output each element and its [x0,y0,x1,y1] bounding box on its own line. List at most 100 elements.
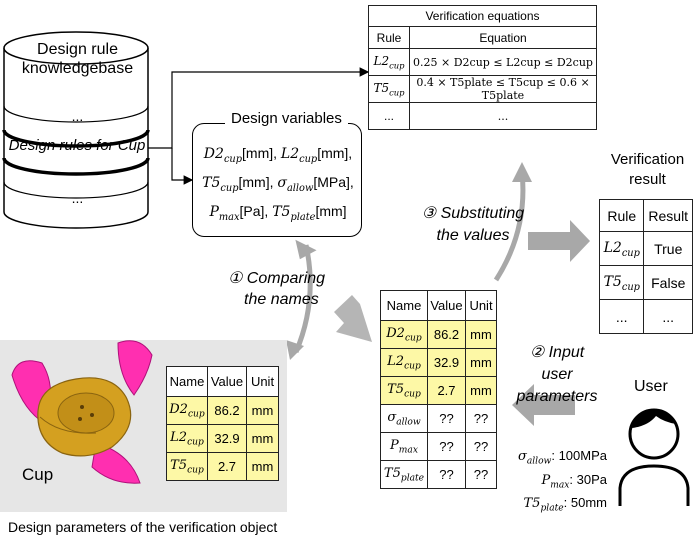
user-param-symbol: Pmax [541,472,570,491]
center-param-symbol: D2cup [386,326,422,344]
user-param: σallow: 100MPa [505,447,607,471]
object-param-symbol: L2cup [170,430,204,448]
center-param-symbol: T5plate [383,466,425,484]
design-variable-unit: [mm] [315,202,347,219]
design-variables-title: Design variables [225,110,348,127]
object-param-value: 2.7 [207,452,247,481]
result-rule-symbol: T5cup [603,273,640,293]
object-param-unit: mm [246,452,279,481]
center-table-row: T5plate???? [380,460,497,489]
center-header-name: Name [380,290,428,321]
result-value-cell: True [643,231,693,266]
knowledgebase-dots-bottom: ... [71,190,84,206]
design-variable-symbol: Pmax [209,203,240,223]
user-param-value: : 100MPa [551,448,607,463]
object-param-unit: mm [246,396,279,425]
user-label: User [634,378,668,395]
user-param-symbol: T5plate [523,496,564,514]
center-param-value: ?? [427,432,466,461]
center-param-symbol: σallow [387,410,421,428]
step3-label: ③ Substituting the values [421,205,525,244]
center-param-value: ?? [427,404,466,433]
object-panel-caption: Design parameters of the verification ob… [8,519,278,535]
user-param-symbol: σallow [517,449,552,467]
object-param-name: T5cup [166,452,208,481]
equation-cell: 0.4 × T5plate ≤ T5cup ≤ 0.6 × T5plate [409,75,597,103]
design-variable-unit: [MPa], [313,173,354,190]
center-header-value: Value [427,290,466,321]
equation-cell: ... [409,102,597,130]
step1-label: ① Comparing the names [228,270,326,308]
design-variables-box [192,123,362,237]
knowledgebase-dots-top: ... [71,108,84,124]
result-value-cell: ... [643,299,693,334]
result-rule-cell: L2cup [598,231,645,266]
user-param: Pmax: 30Pa [505,471,607,495]
design-variable-symbol: T5plate [272,203,316,223]
cup-label: Cup [22,465,54,484]
user-icon [618,408,690,506]
design-variable-unit: [mm], [317,145,353,161]
user-param-value: : 30Pa [569,471,607,487]
center-param-name: T5plate [380,460,428,489]
verification-equations-table: Verification equations Rule Equation L2c… [368,5,597,130]
center-param-name: D2cup [380,320,428,349]
design-variable-unit: [mm], [238,173,278,190]
center-table-row: σallow???? [380,404,497,433]
arrow-to-result [528,220,590,262]
center-param-unit: ?? [465,404,497,433]
design-variable-symbol: L2cup [280,146,318,165]
center-param-value: 2.7 [427,376,466,405]
design-variable-unit: [mm], [242,145,281,161]
center-param-name: T5cup [380,376,428,405]
object-param-symbol: T5cup [170,458,204,476]
center-param-unit: ?? [465,432,497,461]
equation-rule-cell: L2cup [368,48,410,76]
object-param-value: 32.9 [207,424,247,453]
center-param-value: 86.2 [427,320,466,349]
arrow-to-center-table [334,295,372,342]
result-rule-symbol: L2cup [603,239,640,259]
object-header-unit: Unit [246,366,279,397]
arrow-compare-curve [293,244,313,353]
object-param-value: 86.2 [207,396,247,425]
object-param-name: L2cup [166,424,208,453]
knowledgebase-cylinder [2,31,150,229]
design-variable-symbol: T5cup [202,174,239,194]
center-param-value: 32.9 [427,348,466,377]
equation-row: ...... [368,102,597,130]
center-param-unit: mm [465,376,497,405]
result-header-result: Result [643,199,693,232]
object-param-unit: mm [246,424,279,453]
knowledgebase-title: Design rule knowledgebase [21,41,134,77]
center-param-unit: mm [465,320,497,349]
center-param-name: σallow [380,404,428,433]
object-param-symbol: D2cup [169,402,205,420]
design-variables-list: D2cup[mm], L2cup[mm],T5cup[mm], σallow[M… [198,142,358,228]
object-header-name: Name [166,366,208,397]
center-header-unit: Unit [465,290,497,321]
equation-rule-cell: ... [368,102,410,130]
center-param-name: Pmax [380,432,428,461]
center-param-symbol: L2cup [387,354,421,372]
center-param-unit: ?? [465,460,497,489]
user-param: T5plate: 50mm [505,494,607,518]
object-param-name: D2cup [166,396,208,425]
center-param-name: L2cup [380,348,428,377]
result-value-cell: False [643,265,693,300]
result-row: ...... [598,299,693,334]
arrow-from-user [512,384,575,426]
result-rule-cell: ... [598,299,645,334]
cup-model-image [11,340,153,484]
